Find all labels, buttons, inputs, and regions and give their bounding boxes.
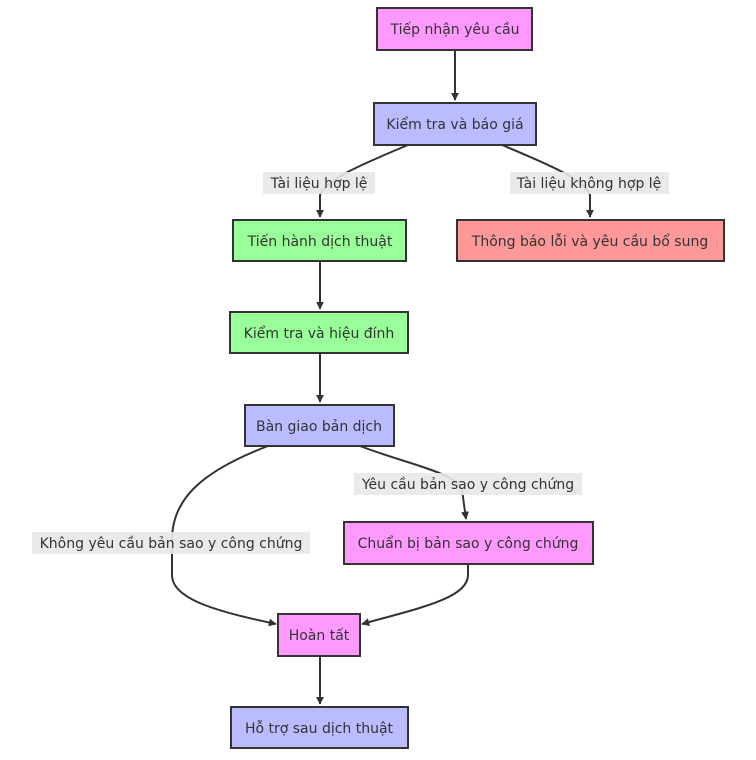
- edge-labels: Tài liệu hợp lệ Tài liệu không hợp lệ Yê…: [32, 172, 669, 554]
- node-box: [373, 102, 537, 146]
- node-review-and-proofread[interactable]: Kiểm tra và hiệu đính: [229, 311, 409, 354]
- node-label: Thông báo lỗi và yêu cầu bổ sung: [471, 233, 708, 250]
- node-label: Hỗ trợ sau dịch thuật: [245, 720, 394, 737]
- node-complete[interactable]: Hoàn tất: [277, 613, 361, 657]
- edge-label-request-notarized: Yêu cầu bản sao y công chứng: [354, 473, 582, 495]
- node-box: [230, 706, 409, 749]
- node-label: Bàn giao bản dịch: [256, 419, 382, 435]
- node-box: [376, 7, 533, 51]
- node-box: [277, 613, 361, 657]
- edge-g-h: [361, 564, 469, 626]
- node-box: [229, 311, 409, 354]
- node-label: Kiểm tra và báo giá: [386, 116, 523, 133]
- node-post-translation-support[interactable]: Hỗ trợ sau dịch thuật: [230, 706, 409, 749]
- edges: [171, 50, 594, 705]
- node-prepare-notarized-copy[interactable]: Chuẩn bị bản sao y công chứng: [343, 521, 594, 565]
- edge-label-invalid-document: Tài liệu không hợp lệ: [510, 172, 669, 194]
- edge-label-text: Yêu cầu bản sao y công chứng: [361, 477, 574, 493]
- node-label: Hoàn tất: [289, 628, 350, 644]
- node-receive-request[interactable]: Tiếp nhận yêu cầu: [376, 7, 533, 51]
- node-box: [232, 219, 407, 262]
- node-error-notice[interactable]: Thông báo lỗi và yêu cầu bổ sung: [456, 219, 725, 262]
- edge-label-text: Tài liệu không hợp lệ: [516, 176, 662, 192]
- node-box: [343, 521, 594, 565]
- node-label: Chuẩn bị bản sao y công chứng: [358, 535, 579, 552]
- edge-label-valid-document: Tài liệu hợp lệ: [263, 172, 375, 194]
- node-deliver-translation[interactable]: Bàn giao bản dịch: [244, 404, 395, 447]
- node-check-and-quote[interactable]: Kiểm tra và báo giá: [373, 102, 537, 146]
- node-box: [244, 404, 395, 447]
- edge-label-no-notarized: Không yêu cầu bản sao y công chứng: [32, 532, 310, 554]
- node-translate[interactable]: Tiến hành dịch thuật: [232, 219, 407, 262]
- edge-label-text: Tài liệu hợp lệ: [270, 176, 368, 192]
- node-label: Tiến hành dịch thuật: [247, 233, 393, 250]
- node-label: Tiếp nhận yêu cầu: [390, 21, 520, 38]
- nodes: Tiếp nhận yêu cầu Kiểm tra và báo giá Ti…: [229, 7, 725, 749]
- node-label: Kiểm tra và hiệu đính: [244, 325, 395, 342]
- edge-label-text: Không yêu cầu bản sao y công chứng: [40, 536, 303, 552]
- node-box: [456, 219, 725, 262]
